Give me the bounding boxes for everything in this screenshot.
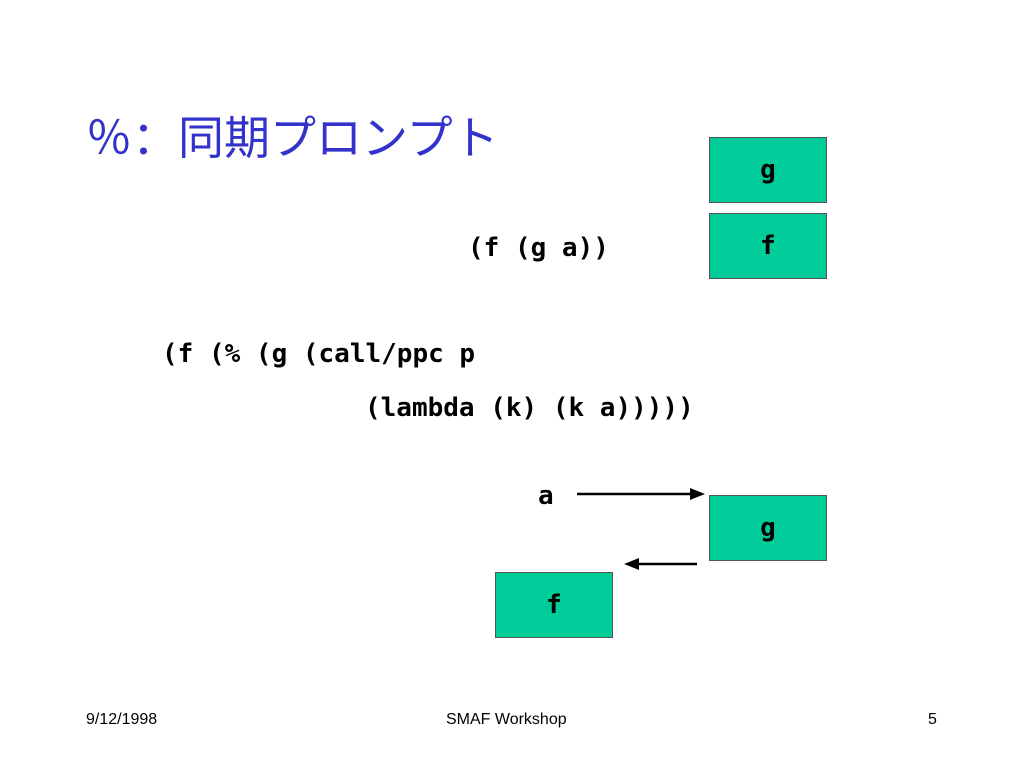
arrow-left-icon [624, 558, 697, 570]
stack-frame-g-bottom: g [709, 495, 827, 561]
code-line-2: (lambda (k) (k a))))) [365, 393, 694, 423]
arrow-right-icon [577, 488, 705, 500]
stack-frame-g-top: g [709, 137, 827, 203]
footer-date: 9/12/1998 [86, 711, 158, 728]
code-line-1: (f (% (g (call/ppc p [162, 339, 476, 369]
footer-event: SMAF Workshop [446, 711, 567, 728]
stack-frame-f-bottom: f [495, 572, 613, 638]
arg-label-a: a [538, 481, 554, 511]
expression-f-g-a: (f (g a)) [468, 233, 609, 263]
footer-page-number: 5 [928, 711, 937, 728]
slide-title: ％：同期プロンプト [86, 111, 499, 165]
stack-frame-f-top: f [709, 213, 827, 279]
